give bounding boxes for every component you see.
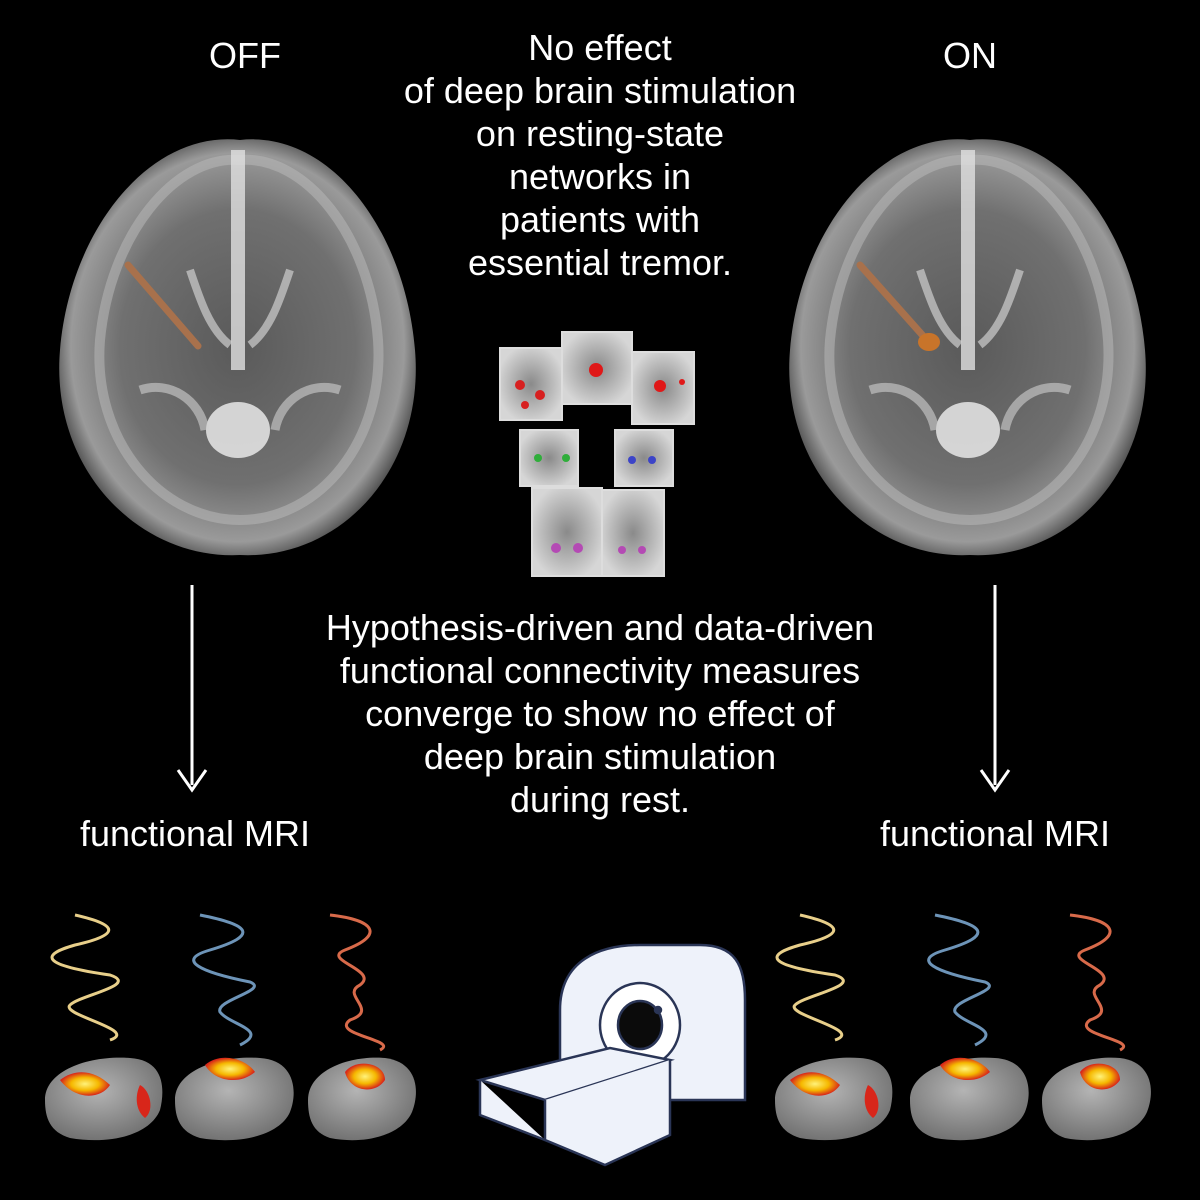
condition-label-on: ON xyxy=(943,35,997,76)
figure-title: No effect of deep brain stimulation on r… xyxy=(403,27,797,283)
network-thumbnails xyxy=(499,331,695,577)
brain-mri-axial-on xyxy=(789,139,1146,556)
thumb-1 xyxy=(499,347,563,421)
arrow-right-head-icon xyxy=(979,769,1011,793)
signal-wave-yellow xyxy=(775,913,845,1042)
thumb-5 xyxy=(614,429,674,487)
stimulation-glow-icon xyxy=(918,333,940,351)
signal-wave-red xyxy=(1069,913,1125,1052)
signal-wave-red xyxy=(329,913,385,1052)
condition-label-off: OFF xyxy=(209,35,281,76)
modality-label-left: functional MRI xyxy=(79,813,311,854)
modality-label-right: functional MRI xyxy=(879,813,1111,854)
cortical-surface-activation xyxy=(45,1057,416,1141)
signal-wave-blue xyxy=(192,913,256,1047)
signal-wave-blue xyxy=(927,913,991,1047)
arrow-left-head-icon xyxy=(176,769,208,793)
cortical-surface-activation xyxy=(775,1057,1151,1141)
thumb-6 xyxy=(531,487,603,577)
signal-wave-yellow xyxy=(50,913,120,1042)
dbs-electrode xyxy=(856,261,929,342)
mri-scanner xyxy=(475,943,747,1167)
dbs-electrode xyxy=(124,261,202,350)
figure-caption: Hypothesis-driven and data-driven functi… xyxy=(325,607,875,820)
brain-mri-axial-off xyxy=(59,139,416,556)
thumb-7 xyxy=(601,489,665,577)
